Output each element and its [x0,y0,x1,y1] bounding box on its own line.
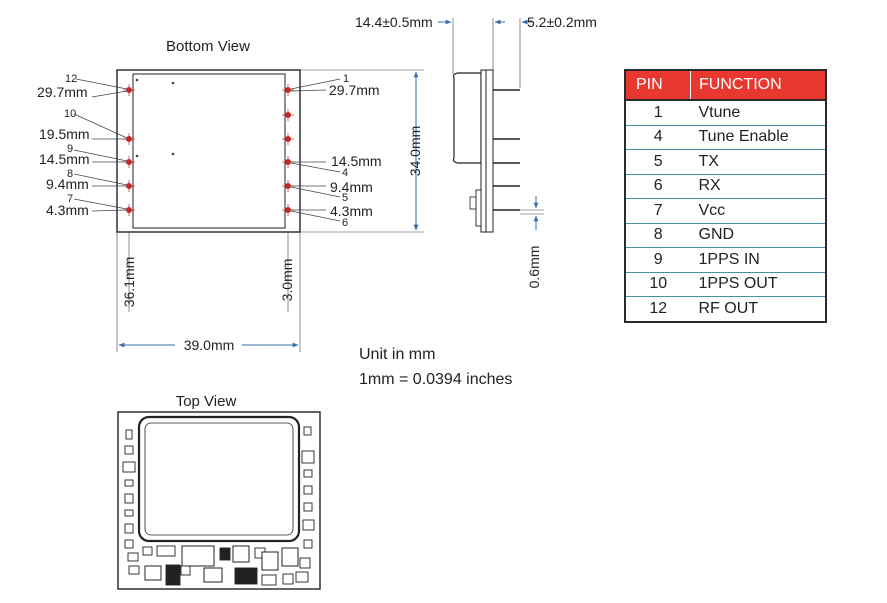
pin-number-cell: 5 [625,149,691,175]
pin-column-header: PIN [625,70,691,101]
pin-8-dimension: 9.4mm [46,176,89,192]
pin-3-marker [282,133,294,145]
pin-function-cell: Tune Enable [690,125,826,150]
pin-number-cell: 7 [625,198,691,224]
table-row: 4 Tune Enable [625,125,826,150]
pin-4-number: 4 [342,167,348,179]
pin-length-dimension: 5.2±0.2mm [527,14,597,30]
bottom-view-title: Bottom View [166,38,250,55]
conversion-note: 1mm = 0.0394 inches [359,371,512,388]
table-row: 12 RF OUT [625,297,826,322]
table-row: 1 Vtune [625,100,826,126]
pin-6-number: 6 [342,217,348,229]
pin-4-dimension: 14.5mm [331,153,382,169]
left-pin-text: 12 29.7mm 10 19.5mm 9 14.5mm 8 9.4mm 7 4… [37,73,90,218]
left-offset-dimension: 36.1mm [121,257,137,308]
pin-function-cell: Vtune [690,100,826,126]
pin-number-cell: 6 [625,174,691,199]
pin-5-number: 5 [342,192,348,204]
pin-7-number: 7 [67,193,73,205]
top-view-board [117,411,321,590]
pin-7-dimension: 4.3mm [46,202,89,218]
side-top-dimensions: 14.4±0.5mm 5.2±0.2mm [355,14,597,88]
pin-12-number: 12 [65,73,77,85]
pin-offset-dimension: 0.6mm [520,196,544,288]
height-dimension: 34.0mm [300,69,424,233]
table-row: 5 TX [625,149,826,175]
pin-function-cell: RF OUT [698,299,759,317]
pin-6-dimension: 4.3mm [330,203,373,219]
right-offset-dimension: 3.0mm [279,259,295,302]
pin-5-marker [282,180,294,192]
pin-9-number: 9 [67,143,73,155]
pin-function-cell: RX [690,174,826,199]
right-pin-text: 1 29.7mm 14.5mm 4 9.4mm 5 4.3mm 6 [329,73,382,229]
pin-9-dimension: 14.5mm [39,151,90,167]
table-row: 7 Vcc [625,198,826,224]
pin-4-marker [282,156,294,168]
pin-1-dimension: 29.7mm [329,82,380,98]
pin-10-number: 10 [64,108,76,120]
width-dimension-label: 39.0mm [184,337,235,353]
unit-note: Unit in mm [359,346,435,363]
pin-10-marker [123,133,135,145]
height-dimension-label: 34.0mm [407,126,423,177]
pin-12-marker [123,84,135,96]
pin-10-dimension: 19.5mm [39,126,90,142]
pin-number-cell: 4 [625,125,691,150]
pin-number-cell: 8 [625,223,691,248]
top-view-title: Top View [176,393,237,410]
pin-function-cell: 1PPS OUT [690,272,826,297]
pin-number-cell: 9 [625,247,691,273]
pin-8-number: 8 [67,168,73,180]
side-view [452,69,520,233]
side-height-dimension: 14.4±0.5mm [355,14,433,30]
pin-5-dimension: 9.4mm [330,179,373,195]
pin-number-cell: 12 [649,299,668,317]
bottom-extension-lines [116,232,301,352]
pin-table-header: PIN FUNCTION [625,70,826,101]
pin-6-marker [282,204,294,216]
pin-1-number: 1 [343,73,349,85]
table-row: 6 RX [625,174,826,199]
pin-function-cell: TX [690,149,826,175]
pin-offset-dimension-label: 0.6mm [526,246,542,289]
function-column-header: FUNCTION [690,70,826,101]
width-dimension: 39.0mm [118,337,299,353]
pin-function-table: PIN FUNCTION 1 Vtune 4 Tune Enable 5 TX … [624,69,827,323]
right-pin-annotations [290,78,341,222]
pin-number-cell: 10 [625,272,691,297]
pin-function-cell: Vcc [690,198,826,224]
bottom-view-pin-markers [123,84,294,216]
left-pin-annotations [73,78,128,212]
pin-8-marker [123,180,135,192]
pin-1-marker [282,84,294,96]
pin-12-dimension: 29.7mm [37,84,88,100]
pin-function-cell: 1PPS IN [690,247,826,273]
table-row: 10 1PPS OUT [625,272,826,297]
pin-7-marker [123,204,135,216]
table-row: 8 GND [625,223,826,248]
pin-function-cell: GND [690,223,826,248]
bottom-view-outline [116,69,301,233]
pin-number-cell: 1 [625,100,691,126]
pin-2-marker [282,109,294,121]
table-row: 9 1PPS IN [625,247,826,273]
